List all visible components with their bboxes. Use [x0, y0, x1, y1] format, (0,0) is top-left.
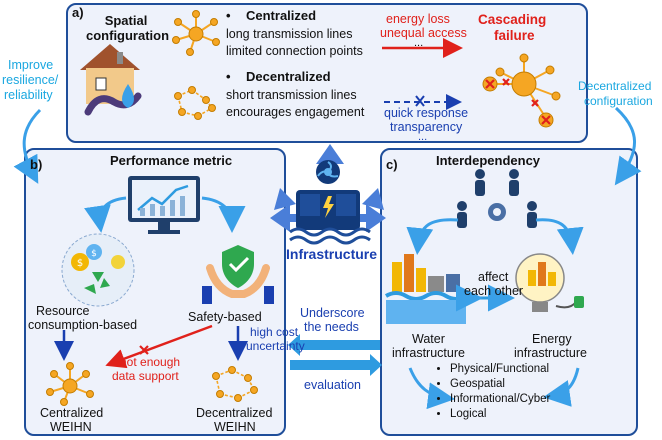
cascading-line1: Cascading [478, 12, 547, 27]
side-right-line1: Decentralized [578, 79, 652, 93]
type-item: Logical [450, 407, 550, 422]
decentralized-weihn-line2: WEIHN [214, 420, 256, 434]
energy-line2: infrastructure [514, 346, 587, 360]
energy-line1: Energy [532, 332, 572, 346]
decentralized-benefit2: transparency [390, 120, 463, 134]
affect-line2: each other [464, 284, 524, 298]
uncertainty-label: uncertainty [246, 339, 305, 353]
decentralized-weihn-line1: Decentralized [196, 406, 273, 420]
infrastructure-label: Infrastructure [286, 246, 378, 262]
decentralized-heading: Decentralized [246, 69, 331, 84]
panel-b-tag: b) [30, 157, 43, 172]
side-left-line2: resilience/ [2, 73, 59, 87]
centralized-line2: limited connection points [226, 44, 363, 58]
centralized-heading: Centralized [246, 8, 317, 23]
infrastructure-icon [289, 160, 371, 245]
infrastructure-arrows [270, 144, 386, 232]
not-enough-line1: not enough [120, 355, 181, 369]
not-enough-line2: data support [112, 369, 179, 383]
decentralized-benefit1: quick response [384, 106, 469, 120]
panel-b-title: Performance metric [110, 153, 233, 168]
type-item: Physical/Functional [450, 362, 550, 377]
decentralized-line1: short transmission lines [226, 88, 357, 102]
panel-a-title-line2: configuration [86, 28, 170, 43]
side-left-line3: reliability [4, 88, 53, 102]
side-left-line1: Improve [8, 58, 54, 72]
centralized-weihn-line1: Centralized [40, 406, 104, 420]
underscore-line1: Underscore [300, 306, 365, 320]
decentralized-ellipsis: ... [418, 131, 428, 143]
centralized-weihn-line2: WEIHN [50, 420, 92, 434]
type-item: Geospatial [450, 377, 550, 392]
evaluation-label: evaluation [304, 378, 361, 392]
decentralized-bullet: • [226, 69, 231, 84]
panel-b-performance-metric [24, 148, 286, 436]
interdependency-types-list: Physical/Functional Geospatial Informati… [436, 362, 550, 422]
side-right-line2: configuration [584, 94, 653, 108]
centralized-line1: long transmission lines [226, 27, 353, 41]
panel-a-tag: a) [72, 5, 84, 20]
resource-line1: Resource [36, 304, 90, 318]
resource-line2: consumption-based [28, 318, 138, 332]
centralized-ellipsis: ... [414, 37, 424, 49]
high-cost-label: high cost [250, 325, 299, 339]
panel-a-title-line1: Spatial [104, 13, 148, 28]
type-item: Informational/Cyber [450, 392, 550, 407]
affect-line1: affect [478, 270, 509, 284]
water-line1: Water [412, 332, 445, 346]
water-line2: infrastructure [392, 346, 465, 360]
cascading-line2: failure [494, 28, 535, 43]
underscore-line2: the needs [304, 320, 359, 334]
panel-c-title: Interdependency [436, 153, 541, 168]
panel-c-tag: c) [386, 157, 398, 172]
decentralized-line2: encourages engagement [226, 105, 365, 119]
centralized-bullet: • [226, 8, 231, 23]
centralized-issue1: energy loss [386, 12, 450, 26]
centralized-issue2: unequal access [380, 26, 467, 40]
safety-label: Safety-based [188, 310, 262, 324]
evaluation-arrow [290, 354, 382, 376]
